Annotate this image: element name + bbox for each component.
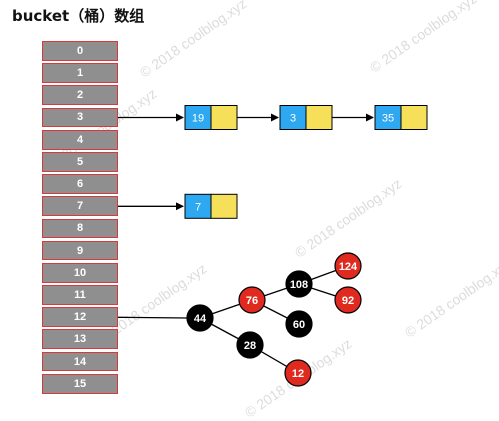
tree-node-label: 28 (244, 340, 256, 352)
bucket-12: 12 (42, 307, 118, 328)
node-key-label: 35 (382, 113, 394, 125)
bucket-14: 14 (42, 351, 118, 372)
tree-node-red: 76 (238, 286, 266, 314)
bucket-13: 13 (42, 329, 118, 350)
tree-node-circle (236, 331, 264, 359)
list-node: 3 (279, 105, 333, 130)
tree-node-circle (284, 359, 312, 387)
tree-node-circle (334, 252, 362, 280)
bucket-1: 1 (42, 63, 118, 83)
tree-node-circle (334, 286, 362, 314)
list-node: 35 (374, 105, 428, 130)
tree-node-label: 108 (290, 279, 308, 291)
bucket-5: 5 (42, 151, 118, 172)
bucket-9: 9 (42, 240, 118, 261)
list-node: 19 (184, 105, 238, 130)
tree-node-black: 60 (285, 310, 313, 338)
tree-node-black: 28 (236, 331, 264, 359)
tree-node-black: 108 (285, 270, 313, 298)
node-value-cell (305, 105, 333, 130)
node-key-cell (374, 105, 402, 130)
node-key-label: 7 (195, 201, 201, 213)
node-value-cell (400, 105, 428, 130)
tree-node-label: 44 (194, 313, 207, 325)
tree-node-red: 92 (334, 286, 362, 314)
tree-node-circle (285, 270, 313, 298)
tree-node-black: 44 (186, 304, 214, 332)
node-value-cell (210, 193, 238, 219)
tree-node-circle (186, 304, 214, 332)
tree-node-circle (285, 310, 313, 338)
tree-node-red: 12 (284, 359, 312, 387)
tree-node-label: 76 (246, 295, 258, 307)
bucket-0: 0 (42, 41, 118, 61)
tree-node-label: 92 (342, 295, 354, 307)
node-value-cell (210, 105, 238, 130)
bucket-2: 2 (42, 85, 118, 106)
node-key-cell (184, 193, 212, 219)
bucket-3: 3 (42, 107, 118, 128)
node-key-cell (184, 105, 212, 130)
tree-node-circle (238, 286, 266, 314)
bucket-7: 7 (42, 196, 118, 217)
bucket-4: 4 (42, 129, 118, 150)
bucket-6: 6 (42, 174, 118, 194)
tree-node-label: 124 (339, 261, 358, 273)
tree-root-pointer (117, 316, 188, 319)
bucket-8: 8 (42, 218, 118, 239)
diagram-title: bucket（桶）数组 (12, 7, 145, 25)
tree-node-label: 12 (292, 368, 304, 380)
bucket-15: 15 (42, 373, 118, 394)
node-key-label: 3 (290, 113, 296, 125)
tree-node-red: 124 (334, 252, 362, 280)
tree-node-label: 60 (293, 319, 305, 331)
bucket-11: 11 (42, 285, 118, 305)
list-node: 7 (184, 193, 238, 219)
node-key-cell (279, 105, 307, 130)
node-key-label: 19 (192, 113, 204, 125)
bucket-10: 10 (42, 262, 118, 283)
